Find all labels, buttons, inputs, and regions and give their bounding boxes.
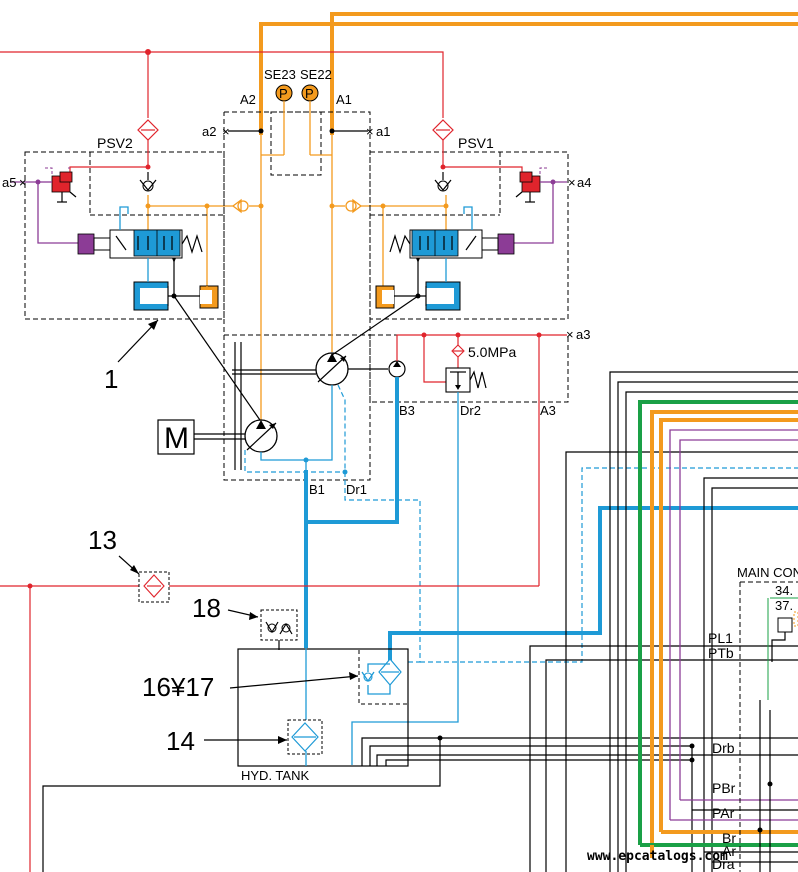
motor-icon: M — [157, 419, 195, 455]
svg-text:×: × — [222, 124, 230, 139]
pump-icon — [244, 419, 278, 453]
a2-label: a2 — [202, 124, 216, 139]
return-lines — [304, 377, 798, 765]
spool-valve-icon — [389, 206, 515, 259]
number-18-label: 18 — [192, 593, 221, 623]
ptb-label: PTb — [708, 645, 734, 661]
drb-label: Drb — [712, 740, 735, 756]
pressure-sensor-se22: P — [301, 84, 332, 156]
pump-icon — [315, 352, 349, 386]
par-label: PAr — [712, 805, 735, 821]
pump-orange-lines — [145, 135, 449, 420]
pressure-label: 5.0MPa — [468, 344, 516, 360]
pbr-label: PBr — [712, 780, 736, 796]
se22-label: SE22 — [300, 67, 332, 82]
value-34-label: 34. — [775, 583, 793, 598]
number-16-17-label: 16¥17 — [142, 672, 214, 702]
watermark: www.epcatalogs.com — [587, 849, 728, 864]
solenoid-icon — [45, 167, 77, 203]
a4-label: a4 — [577, 175, 591, 190]
number-14-label: 14 — [166, 726, 195, 756]
number-1-label: 1 — [104, 364, 118, 394]
psv2-assembly: PSV2 a5 × — [2, 119, 225, 320]
relief-valve-icon — [445, 367, 487, 393]
a1-label: a1 — [376, 124, 390, 139]
spool-valve-icon — [77, 206, 203, 259]
a3-port-label: A3 — [540, 403, 556, 418]
pl1-label: PL1 — [708, 630, 733, 646]
servo-cylinder — [133, 281, 219, 311]
svg-text:×: × — [366, 124, 374, 139]
ar-label: Ar — [722, 843, 736, 859]
b3-label: B3 — [399, 403, 415, 418]
a3-label: a3 — [576, 327, 590, 342]
filter-13: 13 — [0, 525, 539, 872]
ports-a1-a2: a2 × × a1 — [202, 124, 390, 139]
breather-18: 18 — [192, 593, 298, 650]
delivery-lines-top — [259, 12, 798, 135]
main-con-label: MAIN CON — [737, 565, 798, 580]
psv1-label: PSV1 — [458, 135, 494, 151]
a2-top-label: A2 — [240, 92, 256, 107]
pilot-lines-top — [0, 49, 444, 118]
check-valve-icon — [139, 179, 157, 192]
b1-label: B1 — [309, 482, 325, 497]
svg-text:×: × — [19, 175, 27, 190]
check-valve-icon — [434, 179, 452, 192]
value-37-label: 37. — [775, 598, 793, 613]
a1-top-label: A1 — [336, 92, 352, 107]
drain-lines — [42, 371, 798, 872]
solenoid-icon — [515, 167, 547, 203]
servo-cylinder — [375, 281, 461, 311]
filter-icon — [432, 119, 454, 141]
hyd-tank: HYD. TANK 16¥17 14 — [142, 648, 409, 783]
filter-icon — [137, 119, 159, 141]
psv1-assembly: PSV1 × a4 — [369, 119, 591, 320]
se23-label: SE23 — [264, 67, 296, 82]
filter-icon — [451, 344, 465, 358]
motor-label: M — [164, 422, 189, 455]
svg-text:×: × — [566, 327, 574, 342]
br-label: Br — [722, 830, 736, 846]
pressure-sensor-se23: P — [261, 84, 293, 156]
hyd-tank-label: HYD. TANK — [241, 768, 309, 783]
pump-enclosure — [223, 111, 371, 481]
relief-section: × a3 5.0MPa B3 Dr2 A3 — [369, 327, 590, 586]
p-right-label: P — [305, 86, 314, 101]
p-left-label: P — [279, 86, 288, 101]
svg-text:×: × — [568, 175, 576, 190]
dr2-label: Dr2 — [460, 403, 481, 418]
pump-lower-section: 1 M — [104, 295, 419, 475]
dr1-label: Dr1 — [346, 482, 367, 497]
main-control-valve: MAIN CON 34. 37. PL1 PTb Drb PBr PAr Br … — [708, 565, 798, 872]
dra-label: Dra — [712, 856, 735, 872]
number-13-label: 13 — [88, 525, 117, 555]
a5-label: a5 — [2, 175, 16, 190]
psv2-label: PSV2 — [97, 135, 133, 151]
